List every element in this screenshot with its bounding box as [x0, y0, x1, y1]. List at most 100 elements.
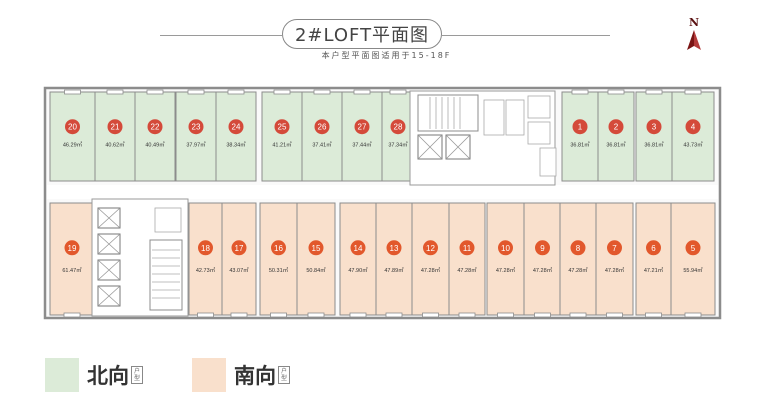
window-mark	[534, 312, 551, 318]
south-unit-cell	[448, 202, 486, 316]
window-mark	[606, 312, 623, 318]
unit-number: 22	[151, 123, 160, 132]
legend-north-swatch	[45, 358, 79, 392]
north-unit-1: 136.81㎡	[561, 89, 599, 182]
window-mark	[607, 89, 625, 95]
south-shaft	[154, 207, 182, 233]
unit-number: 16	[274, 244, 283, 253]
unit-number-badge	[198, 240, 213, 256]
legend-south-label: 南向	[234, 364, 276, 388]
unit-number-badge	[423, 240, 438, 256]
unit-number-badge	[274, 119, 290, 135]
north-unit-cell	[134, 91, 176, 182]
unit-number: 20	[68, 123, 77, 132]
unit-number: 19	[68, 244, 77, 253]
unit-area: 47.28㎡	[568, 266, 588, 274]
south-unit-cell	[296, 202, 336, 316]
south-unit-8: 8 47.28㎡	[559, 202, 597, 318]
unit-number-badge	[685, 119, 701, 135]
south-unit-5: 555.94㎡	[670, 202, 716, 318]
south-stair-treads	[152, 249, 180, 299]
unit-number: 3	[652, 123, 657, 132]
unit-number: 8	[576, 244, 581, 253]
unit-number-badge	[390, 119, 406, 135]
unit-number-badge	[231, 240, 247, 256]
north-stair-treads	[429, 97, 461, 129]
unit-area: 37.34㎡	[388, 141, 408, 149]
south-stair	[149, 239, 183, 311]
unit-number-badge	[498, 240, 513, 256]
unit-area: 50.31㎡	[269, 266, 289, 274]
unit-number-badge	[607, 240, 622, 256]
unit-number-badge	[188, 119, 204, 135]
compass: N	[684, 16, 708, 56]
window-mark	[684, 89, 702, 95]
window-mark	[353, 89, 371, 95]
window-mark	[422, 312, 439, 318]
unit-area: 47.28㎡	[605, 266, 625, 274]
unit-number-badge	[386, 240, 402, 256]
north-unit-cell	[49, 91, 96, 182]
south-unit-19: 19 61.47㎡	[49, 202, 95, 318]
window-mark	[571, 89, 589, 95]
north-unit-cell	[215, 91, 257, 182]
north-units-layer: 2046.29㎡2140.62㎡2240.49㎡2337.97㎡2438.34㎡…	[49, 89, 715, 182]
unit-number-badge	[228, 119, 244, 135]
unit-number: 17	[235, 244, 244, 253]
compass-label: N	[689, 16, 700, 29]
toilet-2	[527, 121, 551, 145]
unit-number: 12	[426, 244, 435, 253]
page-subtitle: 本户型平面图适用于15-18F	[321, 51, 452, 60]
title-rule-right	[442, 35, 610, 36]
unit-area: 36.81㎡	[570, 141, 590, 149]
north-shaft-1	[483, 99, 505, 136]
legend-south-swatch	[192, 358, 226, 392]
window-mark	[385, 312, 403, 318]
window-mark	[63, 312, 81, 318]
unit-number: 18	[201, 244, 210, 253]
unit-number: 6	[651, 244, 656, 253]
window-mark	[187, 89, 205, 95]
legend-north-tag: 户型	[131, 366, 143, 384]
unit-area: 43.73㎡	[683, 141, 703, 149]
unit-number: 25	[278, 123, 287, 132]
unit-area: 36.81㎡	[606, 141, 626, 149]
south-unit-cell	[49, 202, 95, 316]
unit-area: 50.84㎡	[306, 266, 326, 274]
unit-area: 38.34㎡	[226, 141, 246, 149]
south-unit-17: 17 43.07㎡	[221, 202, 257, 318]
window-mark	[458, 312, 476, 318]
window-mark	[270, 312, 287, 318]
unit-number: 7	[612, 244, 617, 253]
corridor	[47, 185, 718, 199]
north-arrow-icon	[687, 30, 701, 50]
unit-number-badge	[535, 240, 550, 256]
north-unit-cell	[261, 91, 303, 182]
unit-number-badge	[646, 119, 662, 135]
unit-area: 47.28㎡	[496, 266, 516, 274]
north-unit-3: 336.81㎡	[635, 89, 673, 182]
unit-area: 61.47㎡	[62, 266, 82, 274]
title-rule-left	[160, 35, 282, 36]
north-core	[409, 90, 557, 186]
window-mark	[197, 312, 214, 318]
unit-number-badge	[459, 240, 475, 256]
north-unit-cell	[301, 91, 343, 182]
unit-number: 2	[614, 123, 619, 132]
south-unit-cell	[670, 202, 716, 316]
unit-number-badge	[107, 119, 123, 135]
unit-area: 37.97㎡	[186, 141, 206, 149]
south-unit-cell	[339, 202, 377, 316]
unit-area: 43.07㎡	[229, 266, 249, 274]
unit-area: 47.21㎡	[644, 266, 664, 274]
south-unit-cell	[595, 202, 634, 316]
legend-north-label: 北向	[87, 364, 129, 388]
window-mark	[273, 89, 291, 95]
unit-number-badge	[646, 240, 661, 256]
north-unit-cell	[597, 91, 635, 182]
north-unit-cell	[175, 91, 217, 182]
